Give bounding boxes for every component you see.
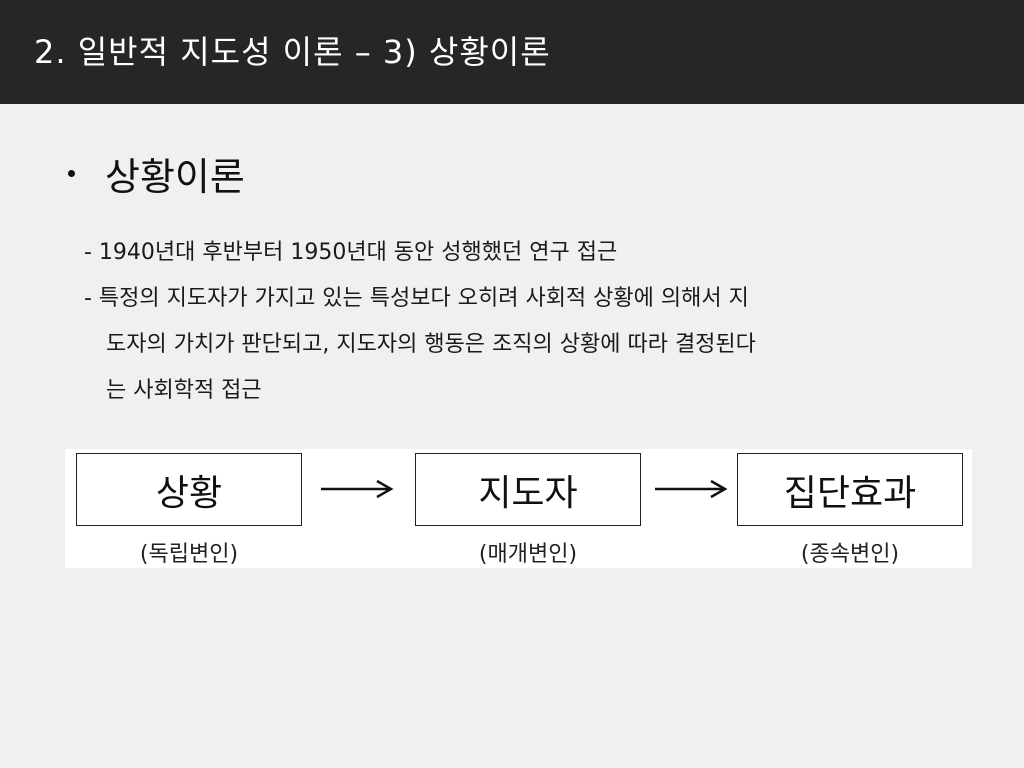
arrow-right-icon (321, 479, 394, 499)
body-text: - 1940년대 후반부터 1950년대 동안 성행했던 연구 접근 - 특정의… (84, 230, 944, 414)
diagram-sublabel-mediating: (매개변인) (478, 542, 578, 567)
slide-title: 2. 일반적 지도성 이론 – 3) 상황이론 (34, 33, 551, 71)
diagram-box-leader: 지도자 (415, 453, 641, 526)
body-line-1: - 1940년대 후반부터 1950년대 동안 성행했던 연구 접근 (84, 240, 618, 265)
body-line-2: - 특정의 지도자가 가지고 있는 특성보다 오히려 사회적 상황에 의해서 지 (84, 286, 749, 311)
bullet-row: 상황이론 (64, 148, 245, 199)
diagram-box-group-effect: 집단효과 (737, 453, 963, 526)
diagram-sublabel-dependent: (종속변인) (800, 542, 900, 567)
arrow-right-icon (655, 479, 728, 499)
body-line-3: 도자의 가치가 판단되고, 지도자의 행동은 조직의 상황에 따라 결정된다 (106, 332, 756, 357)
variable-diagram: 상황 지도자 집단효과 (독립변인) (매개변인) (종속변인) (65, 449, 972, 568)
bullet-heading: 상황이론 (105, 154, 245, 199)
body-line-4: 는 사회학적 접근 (106, 378, 262, 403)
diagram-box-situation: 상황 (76, 453, 302, 526)
title-bar: 2. 일반적 지도성 이론 – 3) 상황이론 (0, 0, 1024, 104)
diagram-sublabel-independent: (독립변인) (139, 542, 239, 567)
bullet-dot-icon (68, 169, 75, 177)
